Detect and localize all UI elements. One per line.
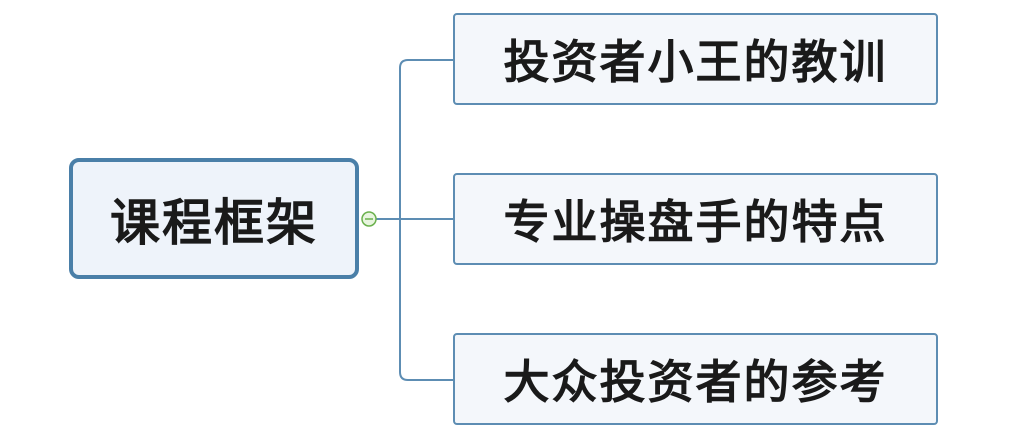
connector-branch-3 xyxy=(399,219,453,381)
subtopic-lesson[interactable]: 投资者小王的教训 xyxy=(453,13,938,105)
collapse-toggle[interactable] xyxy=(361,211,377,227)
subtopic-public-reference[interactable]: 大众投资者的参考 xyxy=(453,333,938,425)
central-topic[interactable]: 课程框架 xyxy=(69,158,359,279)
connector-branch-1 xyxy=(399,59,453,219)
subtopic-trader-traits[interactable]: 专业操盘手的特点 xyxy=(453,173,938,265)
